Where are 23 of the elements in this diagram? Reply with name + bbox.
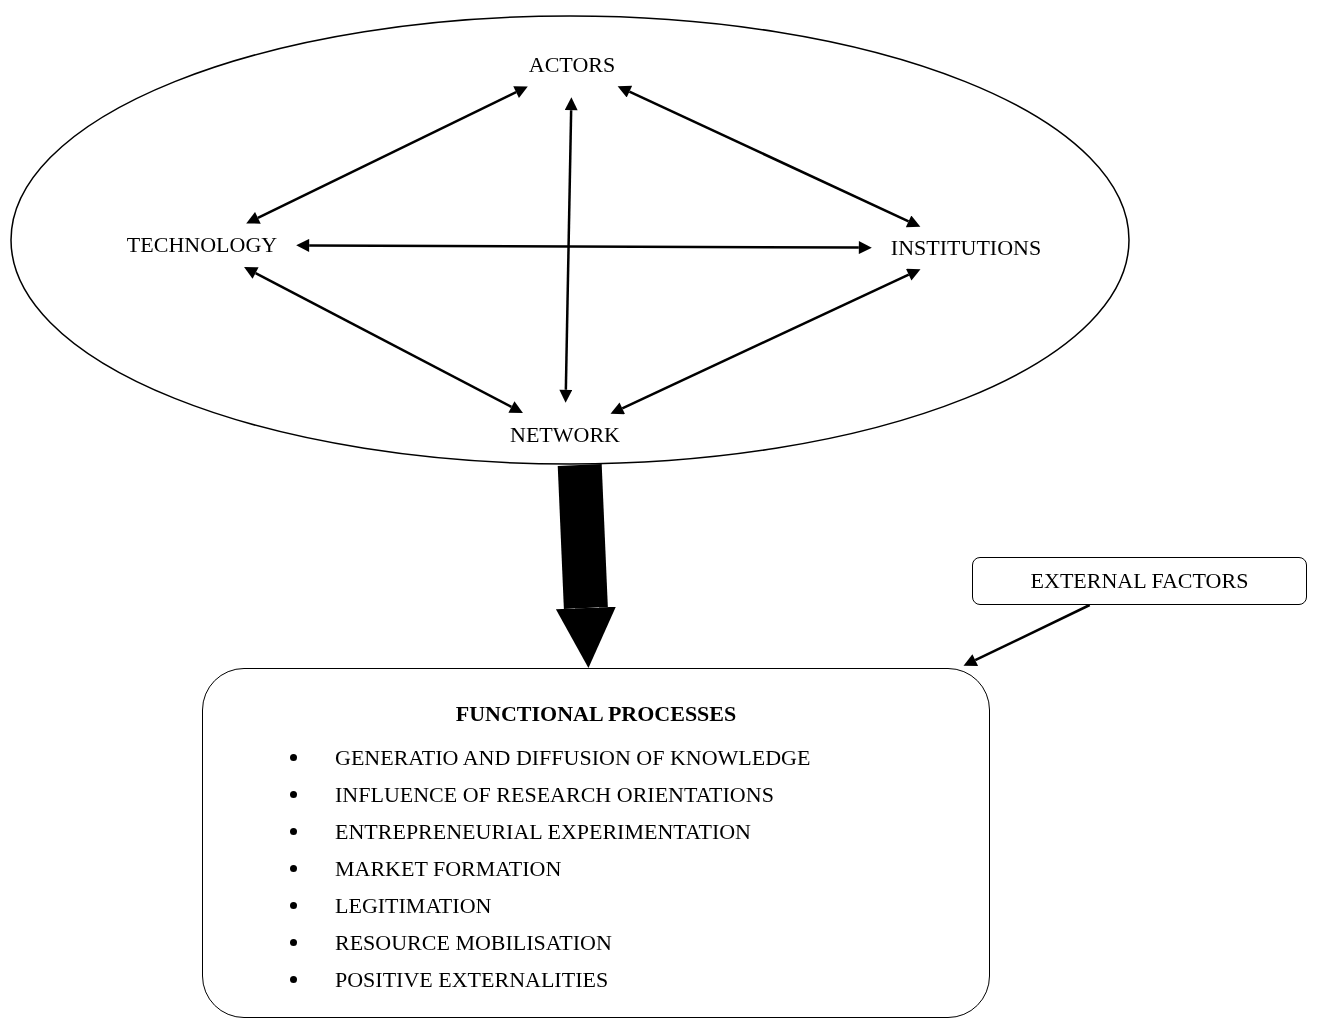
- block-arrow: [555, 464, 616, 668]
- double-arrow: [246, 86, 528, 224]
- node-label: TECHNOLOGY: [126, 231, 278, 259]
- ellipse-outline: [10, 15, 1130, 465]
- node-label: INSTITUTIONS: [890, 234, 1042, 262]
- node-label: ACTORS: [528, 51, 616, 79]
- list-item: POSITIVE EXTERNALITIES: [335, 966, 609, 993]
- double-arrow: [610, 268, 921, 415]
- node-label: NETWORK: [510, 421, 620, 449]
- double-arrow: [296, 238, 872, 255]
- process-box: [202, 668, 990, 1018]
- list-item: RESOURCE MOBILISATION: [335, 929, 612, 956]
- double-arrow: [559, 97, 578, 403]
- list-item: INFLUENCE OF RESEARCH ORIENTATIONS: [335, 781, 774, 808]
- double-arrow: [617, 85, 921, 228]
- list-item: LEGITIMATION: [335, 892, 492, 919]
- box-heading: FUNCTIONAL PROCESSES: [455, 701, 737, 727]
- list-item: ENTREPRENEURIAL EXPERIMENTATION: [335, 818, 751, 845]
- text-box: EXTERNAL FACTORS: [972, 557, 1307, 605]
- double-arrow: [244, 267, 523, 413]
- list-item: MARKET FORMATION: [335, 855, 562, 882]
- list-item: GENERATIO AND DIFFUSION OF KNOWLEDGE: [335, 744, 811, 771]
- arrow: [963, 603, 1091, 667]
